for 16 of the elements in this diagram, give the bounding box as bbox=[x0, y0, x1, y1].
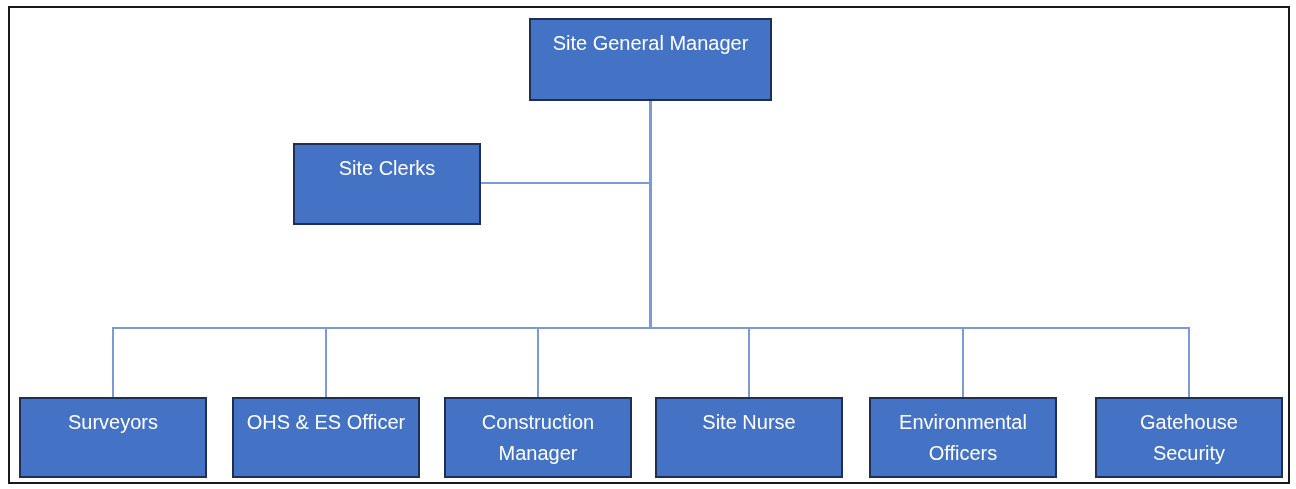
role-title: Site General Manager bbox=[552, 31, 749, 56]
role-title: Gatehouse Security bbox=[1139, 410, 1239, 466]
role-box bbox=[19, 397, 207, 478]
role-title: Surveyors bbox=[68, 410, 158, 435]
role-box bbox=[232, 397, 420, 478]
role-box bbox=[293, 143, 481, 225]
role-box bbox=[1095, 397, 1283, 478]
role-box bbox=[529, 18, 772, 101]
role-title: OHS & ES Officer bbox=[246, 410, 406, 435]
role-title: Construction Manager bbox=[480, 410, 596, 466]
role-box bbox=[869, 397, 1057, 478]
role-box bbox=[655, 397, 843, 478]
role-title: Environmental Officers bbox=[898, 410, 1028, 466]
role-box bbox=[444, 397, 632, 478]
role-title: Site Clerks bbox=[338, 156, 436, 181]
role-title: Site Nurse bbox=[702, 410, 796, 435]
